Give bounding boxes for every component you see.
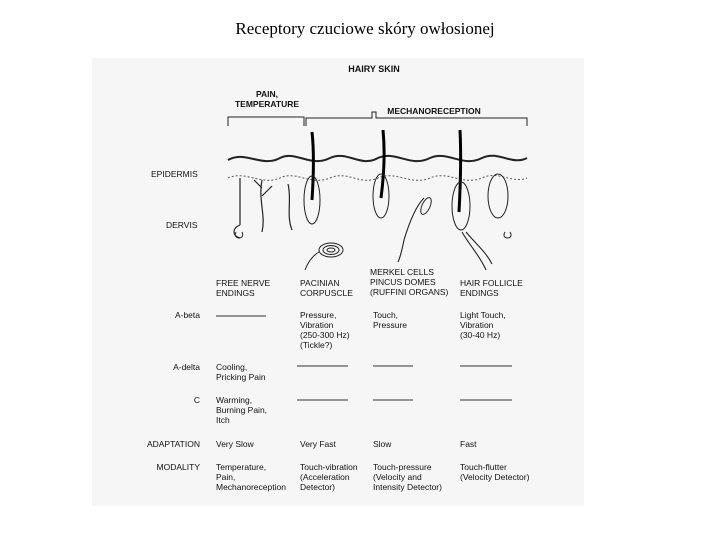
svg-text:Touch-vibration: Touch-vibration [300,462,358,472]
row-label-a-beta: A-beta [175,310,200,320]
svg-text:PINCUS DOMES: PINCUS DOMES [370,277,436,287]
group-pain-label-2: TEMPERATURE [235,99,299,109]
follicle-3 [451,181,471,231]
hair-2 [379,129,386,199]
svg-text:Pressure,: Pressure, [300,310,336,320]
svg-text:Touch,: Touch, [373,310,398,320]
svg-text:Warming,: Warming, [216,395,252,405]
hair-1 [310,131,315,201]
cell-adaptation-pacinian: Very Fast [300,439,337,449]
bracket-mechano [305,111,528,126]
row-label-c: C [194,395,200,405]
follicle-base-2 [503,231,512,239]
svg-text:Vibration: Vibration [300,320,334,330]
svg-text:Burning Pain,: Burning Pain, [216,405,267,415]
ruffini-organ [420,197,432,215]
row-label-modality: MODALITY [157,462,201,472]
bracket-pain [227,116,305,126]
layer-label-dermis: DERVIS [166,220,198,230]
figure-heading: HAIRY SKIN [348,64,400,74]
merkel-nerve [397,197,425,263]
hair-follicle-nerve [461,231,493,271]
svg-text:Intensity Detector): Intensity Detector) [373,482,442,492]
follicle-4 [487,173,509,219]
cell-abeta-hair: Light Touch, Vibration (30-40 Hz) [460,310,506,340]
cell-modality-hair: Touch-flutter (Velocity Detector) [460,462,530,482]
svg-text:Vibration: Vibration [460,320,494,330]
svg-text:Cooling,: Cooling, [216,362,247,372]
group-pain-label-1: PAIN, [256,89,278,99]
svg-text:(RUFFINI ORGANS): (RUFFINI ORGANS) [370,287,449,297]
free-nerve-ending-3 [287,183,293,231]
column-header-free-nerve: FREE NERVE ENDINGS [216,278,270,298]
svg-text:ENDINGS: ENDINGS [216,288,255,298]
cell-adaptation-free: Very Slow [216,439,255,449]
column-header-hair-follicle: HAIR FOLLICLE ENDINGS [460,278,523,298]
cell-c-free: Warming, Burning Pain, Itch [216,395,267,425]
cell-abeta-pacinian: Pressure, Vibration (250-300 Hz) (Tickle… [300,310,350,350]
svg-text:Itch: Itch [216,415,230,425]
row-label-a-delta: A-delta [173,362,200,372]
follicle-2 [372,173,390,219]
svg-text:Pricking Pain: Pricking Pain [216,372,266,382]
pacinian-corpuscle [304,242,344,271]
svg-text:Pain,: Pain, [216,472,235,482]
svg-text:Mechanoreception: Mechanoreception [216,482,286,492]
svg-text:HAIR FOLLICLE: HAIR FOLLICLE [460,278,523,288]
skin-surface [227,154,528,163]
scan-page [92,58,584,506]
svg-text:Temperature,: Temperature, [216,462,266,472]
row-label-adaptation: ADAPTATION [147,439,200,449]
svg-text:Touch-flutter: Touch-flutter [460,462,507,472]
svg-text:(Tickle?): (Tickle?) [300,340,332,350]
cell-adelta-free: Cooling, Pricking Pain [216,362,266,382]
cell-adaptation-merkel: Slow [373,439,392,449]
cell-modality-free: Temperature, Pain, Mechanoreception [216,462,286,492]
svg-text:Detector): Detector) [300,482,335,492]
cell-adaptation-hair: Fast [460,439,477,449]
free-nerve-ending-2 [253,179,273,233]
group-mechano-label: MECHANORECEPTION [387,106,481,116]
free-nerve-ending-1 [233,178,241,239]
epidermis-base [227,174,528,181]
column-header-pacinian: PACINIAN CORPUSCLE [300,278,353,298]
svg-text:Pressure: Pressure [373,320,407,330]
svg-text:(30-40 Hz): (30-40 Hz) [460,330,500,340]
hair-3 [457,129,463,213]
svg-text:PACINIAN: PACINIAN [300,278,340,288]
follicle-base-1 [234,231,244,239]
svg-text:CORPUSCLE: CORPUSCLE [300,288,353,298]
layer-label-epidermis: EPIDERMIS [151,169,198,179]
svg-text:Light Touch,: Light Touch, [460,310,506,320]
svg-text:(Velocity Detector): (Velocity Detector) [460,472,530,482]
follicle-1 [303,175,321,225]
slide-title: Receptory czuciowe skóry owłosionej [235,19,495,38]
svg-text:(Acceleration: (Acceleration [300,472,350,482]
svg-text:FREE NERVE: FREE NERVE [216,278,270,288]
cell-modality-merkel: Touch-pressure (Velocity and Intensity D… [373,462,442,492]
column-header-merkel: MERKEL CELLS PINCUS DOMES (RUFFINI ORGAN… [370,267,449,297]
cell-abeta-merkel: Touch, Pressure [373,310,407,330]
cell-modality-pacinian: Touch-vibration (Acceleration Detector) [300,462,358,492]
svg-text:(250-300 Hz): (250-300 Hz) [300,330,350,340]
svg-text:(Velocity and: (Velocity and [373,472,422,482]
svg-text:MERKEL CELLS: MERKEL CELLS [370,267,434,277]
svg-text:ENDINGS: ENDINGS [460,288,499,298]
svg-text:Touch-pressure: Touch-pressure [373,462,432,472]
